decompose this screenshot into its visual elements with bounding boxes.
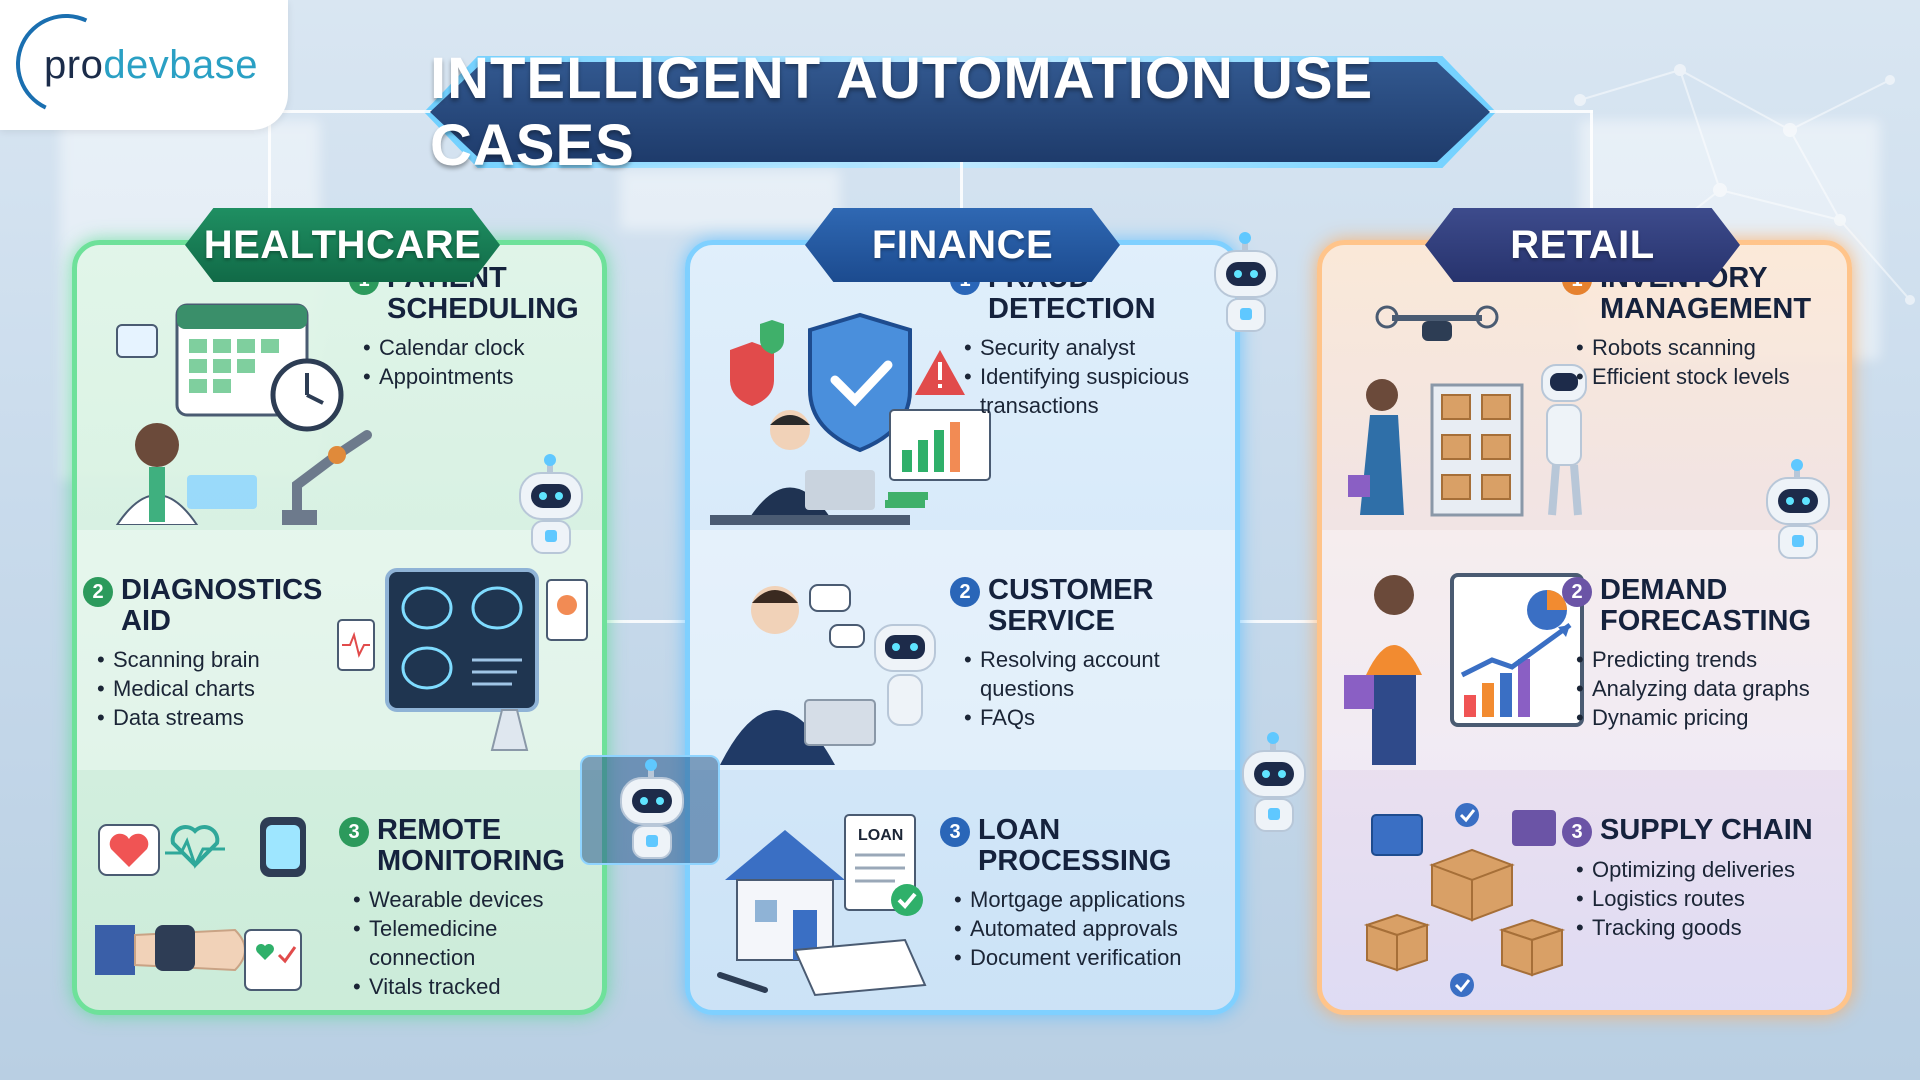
case-bullets: Wearable devices Telemedicine connection… xyxy=(339,885,602,1001)
healthcare-panel: 1 PATIENT SCHEDULING Calendar clock Appo… xyxy=(72,240,607,1015)
bullet-item: Data streams xyxy=(97,703,313,732)
case-number-badge: 2 xyxy=(1562,577,1592,607)
bullet-item: Calendar clock xyxy=(363,333,602,362)
robot-icon xyxy=(1238,732,1310,834)
case-bullets: Robots scanning Efficient stock levels xyxy=(1562,333,1847,391)
case-loan-processing[interactable]: 3 LOAN PROCESSING Mortgage applications … xyxy=(940,815,1235,972)
page-title-banner: INTELLIGENT AUTOMATION USE CASES xyxy=(424,46,1496,178)
bullet-item: Analyzing data graphs xyxy=(1576,674,1847,703)
connector-line xyxy=(268,110,438,113)
connector-line xyxy=(960,162,963,210)
bullet-item: Predicting trends xyxy=(1576,645,1847,674)
finance-panel: 1 FRAUD DETECTION Security analyst Ident… xyxy=(685,240,1240,1015)
robot-icon xyxy=(1762,459,1834,561)
remote-monitoring-illustration xyxy=(95,817,306,991)
bullet-item: Optimizing deliveries xyxy=(1576,855,1847,884)
loan-processing-illustration: LOAN xyxy=(717,814,927,997)
category-tab-healthcare[interactable]: HEALTHCARE xyxy=(185,208,500,282)
case-number-badge: 3 xyxy=(339,817,369,847)
bullet-item: Resolving account questions xyxy=(964,645,1230,703)
case-title: REMOTE MONITORING xyxy=(377,814,565,877)
case-customer-service[interactable]: 2 CUSTOMER SERVICE Resolving account que… xyxy=(950,575,1230,732)
demand-forecasting-illustration xyxy=(1344,573,1584,765)
bullet-item: Efficient stock levels xyxy=(1576,362,1847,391)
customer-service-illustration xyxy=(720,584,936,765)
case-number-badge: 3 xyxy=(1562,817,1592,847)
case-bullets: Resolving account questions FAQs xyxy=(950,645,1230,732)
bullet-item: FAQs xyxy=(964,703,1230,732)
case-bullets: Mortgage applications Automated approval… xyxy=(940,885,1235,972)
robot-screen-panel xyxy=(580,755,720,865)
connector-line xyxy=(268,110,271,210)
category-tab-retail[interactable]: RETAIL xyxy=(1425,208,1740,282)
case-title: CUSTOMER SERVICE xyxy=(988,574,1154,637)
case-number-badge: 3 xyxy=(940,817,970,847)
background-window xyxy=(620,170,840,230)
bullet-item: Scanning brain xyxy=(97,645,313,674)
case-bullets: Predicting trends Analyzing data graphs … xyxy=(1562,645,1847,732)
bullet-item: Vitals tracked xyxy=(353,972,602,1001)
page-title: INTELLIGENT AUTOMATION USE CASES xyxy=(430,46,1374,178)
bullet-item: Automated approvals xyxy=(954,914,1235,943)
case-demand-forecasting[interactable]: 2 DEMAND FORECASTING Predicting trends A… xyxy=(1562,575,1847,732)
case-inventory-management[interactable]: 1 INVENTORY MANAGEMENT Robots scanning E… xyxy=(1562,263,1847,391)
bullet-item: Document verification xyxy=(954,943,1235,972)
connector-line xyxy=(605,620,687,623)
patient-scheduling-illustration xyxy=(115,303,372,525)
case-fraud-detection[interactable]: 1 FRAUD DETECTION Security analyst Ident… xyxy=(950,263,1230,420)
bullet-item: Dynamic pricing xyxy=(1576,703,1847,732)
logo-wordmark: prodevbase xyxy=(18,43,258,88)
retail-panel: 1 INVENTORY MANAGEMENT Robots scanning E… xyxy=(1317,240,1852,1015)
brand-logo[interactable]: prodevbase xyxy=(0,0,288,130)
supply-chain-illustration xyxy=(1363,803,1566,997)
bullet-item: Telemedicine connection xyxy=(353,914,602,972)
connector-line xyxy=(1590,110,1593,210)
bullet-item: Mortgage applications xyxy=(954,885,1235,914)
bullet-item: Robots scanning xyxy=(1576,333,1847,362)
case-title: SUPPLY CHAIN xyxy=(1600,814,1813,846)
diagnostics-illustration xyxy=(337,568,588,751)
robot-icon xyxy=(515,454,587,556)
loan-document-label: LOAN xyxy=(858,827,903,844)
case-bullets: Calendar clock Appointments xyxy=(349,333,602,391)
case-remote-monitoring[interactable]: 3 REMOTE MONITORING Wearable devices Tel… xyxy=(339,814,602,1001)
connector-line xyxy=(1488,110,1593,113)
title-plate xyxy=(430,62,1490,162)
bullet-item: Logistics routes xyxy=(1576,884,1847,913)
category-tab-finance[interactable]: FINANCE xyxy=(805,208,1120,282)
logo-text-pro: pro xyxy=(44,42,104,87)
bullet-item: Tracking goods xyxy=(1576,913,1847,942)
robot-icon xyxy=(616,759,688,861)
case-supply-chain[interactable]: 3 SUPPLY CHAIN Optimizing deliveries Log… xyxy=(1562,815,1847,942)
inventory-management-illustration xyxy=(1348,305,1587,517)
robot-icon xyxy=(1210,232,1282,334)
bullet-item: Identifying suspicious transactions xyxy=(964,362,1230,420)
bullet-item: Medical charts xyxy=(97,674,313,703)
logo-text-devbase: devbase xyxy=(103,42,259,87)
case-patient-scheduling[interactable]: 1 PATIENT SCHEDULING Calendar clock Appo… xyxy=(349,263,602,391)
fraud-detection-illustration xyxy=(710,312,991,525)
bullet-item: Security analyst xyxy=(964,333,1230,362)
case-bullets: Scanning brain Medical charts Data strea… xyxy=(83,645,313,732)
case-title: DIAGNOSTICS AID xyxy=(121,574,323,637)
case-title: DEMAND FORECASTING xyxy=(1600,574,1812,637)
connector-line xyxy=(1238,620,1320,623)
bullet-item: Wearable devices xyxy=(353,885,602,914)
case-number-badge: 2 xyxy=(950,577,980,607)
case-bullets: Optimizing deliveries Logistics routes T… xyxy=(1562,855,1847,942)
case-bullets: Security analyst Identifying suspicious … xyxy=(950,333,1230,420)
case-title: LOAN PROCESSING xyxy=(978,814,1172,877)
bullet-item: Appointments xyxy=(363,362,602,391)
case-diagnostics-aid[interactable]: 2 DIAGNOSTICS AID Scanning brain Medical… xyxy=(83,575,322,732)
case-number-badge: 2 xyxy=(83,577,113,607)
